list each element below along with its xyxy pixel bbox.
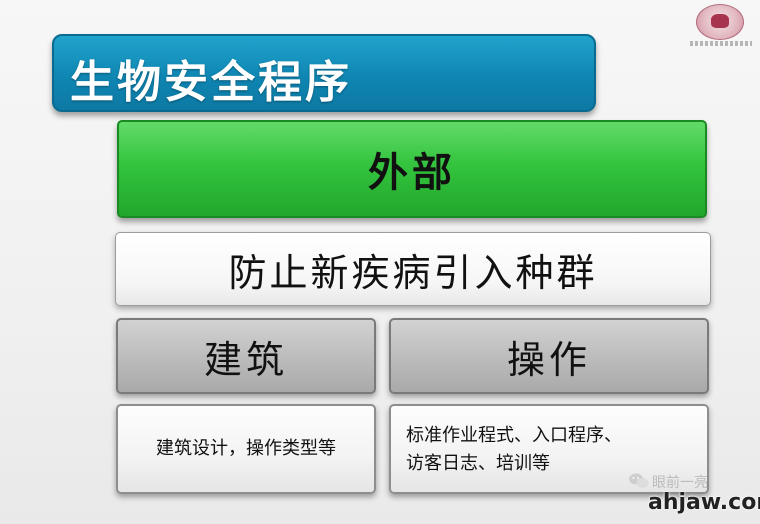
wechat-icon — [629, 473, 649, 488]
goal-box: 防止新疾病引入种群 — [115, 232, 711, 306]
detail-text-operation-line1: 标准作业程式、入口程序、 — [406, 425, 622, 446]
detail-text-operation-line2: 访客日志、培训等 — [406, 453, 550, 474]
detail-box-building: 建筑设计，操作类型等 — [116, 404, 376, 494]
watermark-site: ahjaw.com — [648, 490, 760, 515]
pig-seal-logo-icon — [696, 4, 744, 40]
title-bar: 生物安全程序 — [52, 34, 596, 112]
detail-text-building: 建筑设计，操作类型等 — [156, 438, 336, 459]
slide-title: 生物安全程序 — [70, 57, 352, 108]
external-label: 外部 — [368, 150, 456, 196]
external-box: 外部 — [117, 120, 707, 218]
detail-box-operation: 标准作业程式、入口程序、 访客日志、培训等 — [389, 404, 709, 494]
category-label-building: 建筑 — [203, 337, 288, 382]
watermark-account: 眼前一亮 — [652, 475, 708, 491]
goal-label: 防止新疾病引入种群 — [228, 250, 598, 295]
category-label-operation: 操作 — [506, 337, 591, 382]
logo-caption — [690, 41, 752, 46]
category-box-building: 建筑 — [116, 318, 376, 394]
category-box-operation: 操作 — [389, 318, 709, 394]
